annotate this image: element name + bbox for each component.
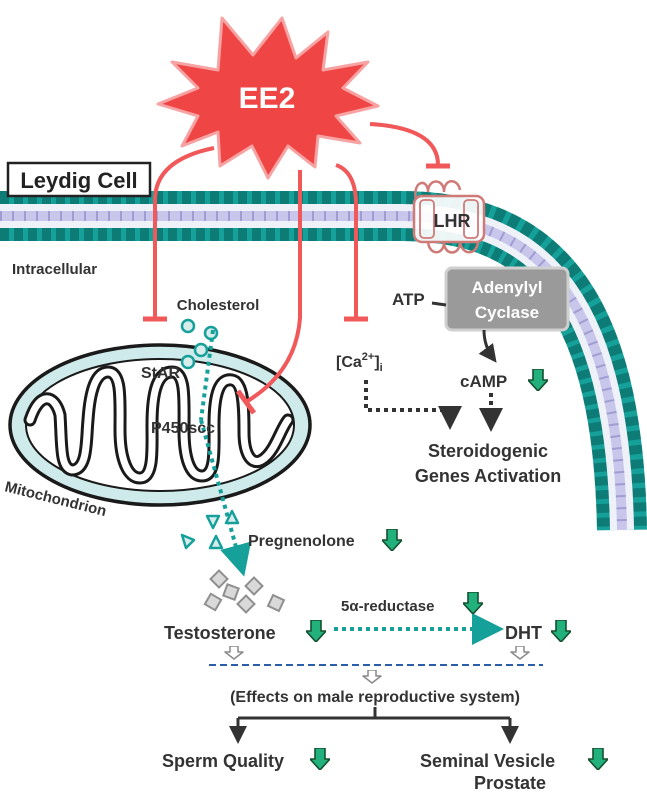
p450scc-label: P450scc xyxy=(151,420,215,437)
camp-label: cAMP xyxy=(460,372,507,391)
dht-hollow-arrow-icon xyxy=(510,646,530,660)
lhr-label: LHR xyxy=(434,211,471,231)
effects-label: (Effects on male reproductive system) xyxy=(230,689,520,706)
pregnenolone-label: Pregnenolone xyxy=(248,533,355,550)
ee2-label: EE2 xyxy=(239,82,296,115)
reductase-label: 5α-reductase xyxy=(341,598,434,615)
genes-activation-label: Genes Activation xyxy=(415,466,561,486)
adenylyl-cyclase-box xyxy=(444,266,570,332)
pregnenolone-decrease-icon xyxy=(382,529,402,551)
mitochondrion xyxy=(8,343,312,507)
pregnenolone-molecules xyxy=(180,509,240,550)
lhr-receptor xyxy=(412,180,486,254)
dht-label: DHT xyxy=(505,623,542,643)
cholesterol-transport-arrow xyxy=(199,329,215,421)
cyclase-label: Cyclase xyxy=(475,303,539,322)
calcium-to-genes-arrow xyxy=(364,380,462,430)
leydig-cell-box xyxy=(6,161,152,198)
sperm-quality-label: Sperm Quality xyxy=(162,751,284,771)
inhibition-to-p450scc xyxy=(235,170,302,415)
testosterone-label: Testosterone xyxy=(164,623,276,643)
atp-connector xyxy=(431,301,447,307)
inhibition-to-lhr xyxy=(369,122,450,169)
ee2-starburst xyxy=(156,16,380,180)
atp-to-camp-arrow xyxy=(478,329,497,363)
testosterone-decrease-icon xyxy=(306,620,326,642)
testosterone-molecules xyxy=(203,569,286,614)
camp-decrease-icon xyxy=(528,369,548,391)
pregnenolone-conversion-arrow xyxy=(199,419,252,577)
vesicle-decrease-icon xyxy=(588,748,608,770)
outcomes-branch xyxy=(229,707,519,744)
cholesterol-label: Cholesterol xyxy=(177,297,260,314)
inhibition-to-star xyxy=(143,146,215,322)
prostate-label: Prostate xyxy=(474,773,546,793)
intracellular-label: Intracellular xyxy=(12,261,97,278)
star-label: StAR xyxy=(141,365,181,382)
atp-label: ATP xyxy=(392,290,425,309)
leydig-cell-title: Leydig Cell xyxy=(20,168,137,193)
inhibition-to-calcium xyxy=(335,163,368,322)
reductase-decrease-icon xyxy=(463,592,483,614)
seminal-vesicle-label: Seminal Vesicle xyxy=(420,751,555,771)
dht-decrease-icon xyxy=(551,620,571,642)
sperm-decrease-icon xyxy=(310,748,330,770)
effects-hollow-arrow-icon xyxy=(362,670,382,684)
cholesterol-molecules xyxy=(180,318,219,370)
testosterone-hollow-arrow-icon xyxy=(224,646,244,660)
calcium-label: [Ca2+]i xyxy=(336,351,383,374)
steroidogenic-label: Steroidogenic xyxy=(428,441,548,461)
adenylyl-label: Adenylyl xyxy=(472,278,543,297)
